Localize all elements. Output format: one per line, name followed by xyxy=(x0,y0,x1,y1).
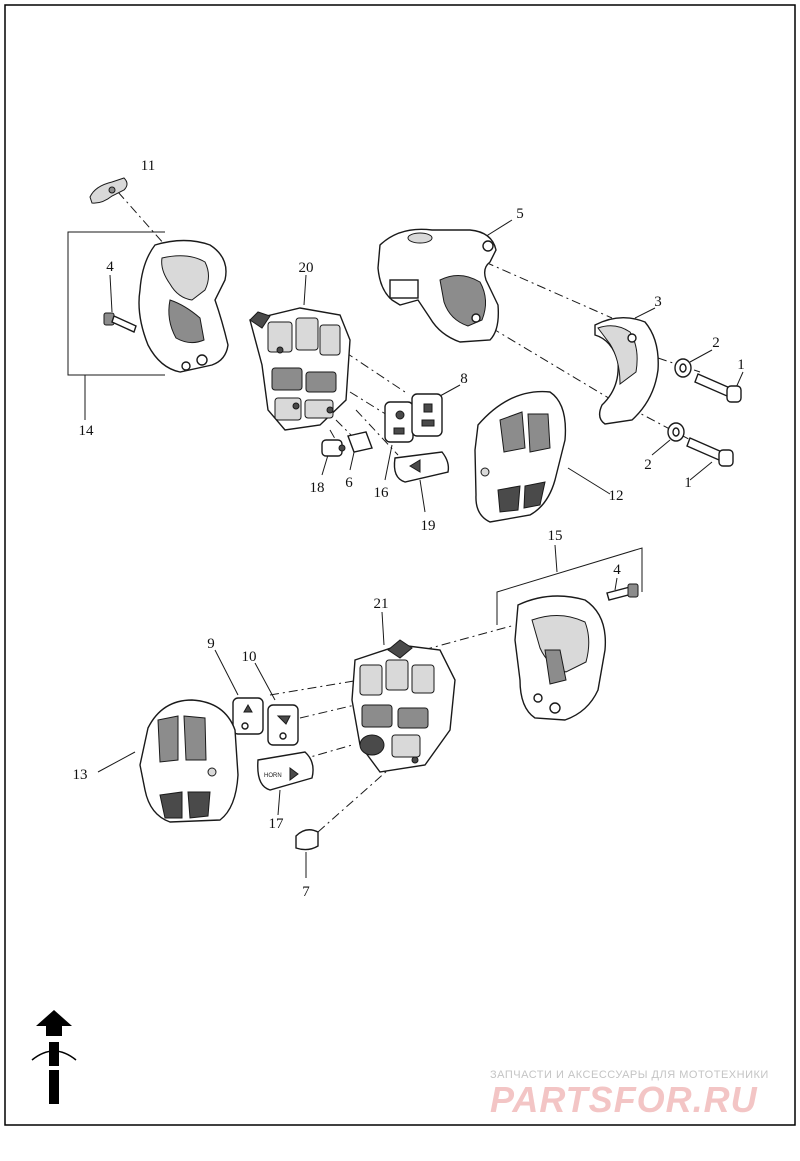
direction-arrow-icon xyxy=(409,459,421,473)
callout-5: 5 xyxy=(516,206,524,222)
part-8-buttons xyxy=(384,384,461,443)
part-11-clip xyxy=(89,177,128,204)
callout-9: 9 xyxy=(207,636,215,652)
part-2-washers xyxy=(651,349,713,456)
part-13-housing xyxy=(97,699,239,823)
callout-17: 17 xyxy=(269,816,285,832)
callout-18: 18 xyxy=(310,480,325,496)
handlebar-icon xyxy=(31,1010,77,1104)
part-20-switch-assembly-upper xyxy=(249,274,351,431)
callout-2a: 2 xyxy=(712,335,720,351)
part-1-screws xyxy=(686,371,744,481)
callout-8: 8 xyxy=(460,371,468,387)
part-16-cap xyxy=(384,444,393,481)
callout-20: 20 xyxy=(299,260,314,276)
callout-16: 16 xyxy=(374,485,390,501)
callout-1b: 1 xyxy=(684,475,692,491)
callout-15: 15 xyxy=(548,528,563,544)
diagram-frame xyxy=(4,4,796,1126)
callout-14: 14 xyxy=(79,423,95,439)
part-14-bracket-lines xyxy=(67,231,165,420)
callout-13: 13 xyxy=(73,767,88,783)
callout-10: 10 xyxy=(242,649,257,665)
callout-labels: 1 1 2 2 3 4 4 5 6 7 8 9 10 11 12 13 14 1… xyxy=(73,158,745,900)
part-6-cap xyxy=(347,431,373,471)
part-21-switch-assembly-lower xyxy=(351,611,456,773)
watermark: ЗАПЧАСТИ И АКСЕССУАРЫ ДЛЯ МОТОТЕХНИКИ PA… xyxy=(490,1069,769,1120)
direction-arrow-icon xyxy=(289,767,299,781)
part-3-clamp xyxy=(594,307,659,425)
part-17-horn-rocker: HORN xyxy=(257,751,314,816)
part-7-cap xyxy=(295,829,319,878)
callout-6: 6 xyxy=(345,475,353,491)
callout-21: 21 xyxy=(374,596,389,612)
callout-4b: 4 xyxy=(613,562,621,578)
part-5-cover xyxy=(377,219,513,343)
horn-label: HORN xyxy=(264,773,282,779)
watermark-tagline: ЗАПЧАСТИ И АКСЕССУАРЫ ДЛЯ МОТОТЕХНИКИ xyxy=(490,1069,769,1081)
part-9-button xyxy=(214,649,264,735)
watermark-logo: PARTSFOR.RU xyxy=(490,1079,758,1120)
part-18-cap xyxy=(321,439,346,476)
part-15-bracket-lines xyxy=(496,544,643,625)
part-19-rocker xyxy=(393,451,450,513)
callout-12: 12 xyxy=(609,488,624,504)
callout-11: 11 xyxy=(141,158,155,174)
callout-1a: 1 xyxy=(737,357,745,373)
part-12-housing xyxy=(474,390,611,523)
part-4-screw-upper xyxy=(103,274,137,333)
part-10-button xyxy=(254,662,299,746)
callout-3: 3 xyxy=(654,294,662,310)
callout-2b: 2 xyxy=(644,457,652,473)
part-4-screw-lower xyxy=(606,577,639,601)
part-15-housing xyxy=(514,595,607,721)
part-14-housing-upper xyxy=(138,239,229,373)
callout-19: 19 xyxy=(421,518,436,534)
callout-7: 7 xyxy=(302,884,310,900)
callout-4a: 4 xyxy=(106,259,114,275)
